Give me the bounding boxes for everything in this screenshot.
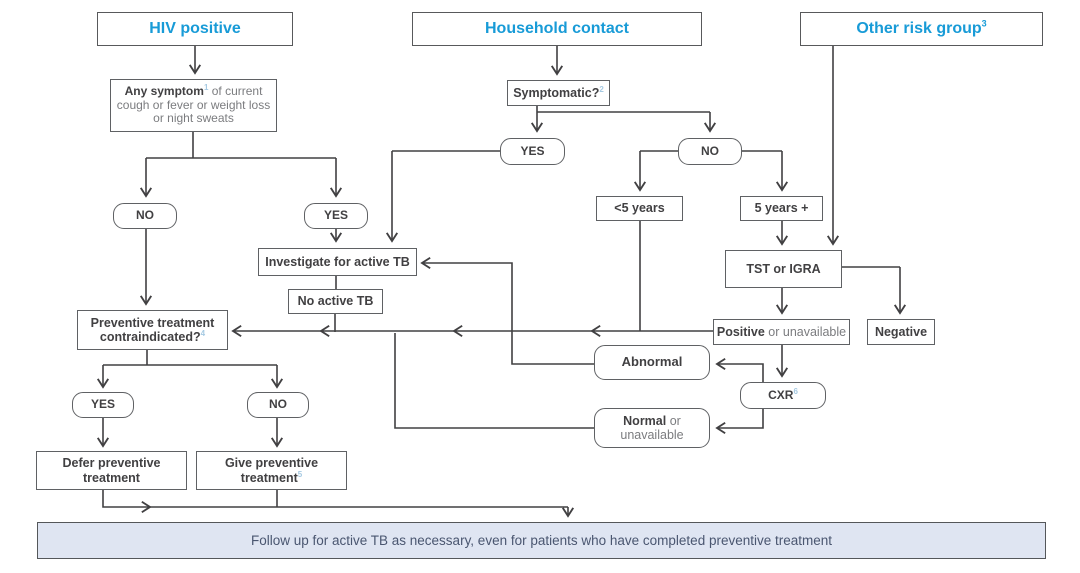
node-abnormal: Abnormal — [594, 345, 710, 380]
node-no-active-tb-label: No active TB — [297, 294, 374, 309]
node-no-left: NO — [113, 203, 177, 229]
header-hiv-positive: HIV positive — [97, 12, 293, 46]
node-investigate-active-tb: Investigate for active TB — [258, 248, 417, 276]
node-cxr: CXR6 — [740, 382, 826, 409]
node-no-left-label: NO — [136, 208, 154, 223]
followup-footer-text: Follow up for active TB as necessary, ev… — [250, 533, 833, 548]
node-defer-preventive-treatment: Defer preventive treatment — [36, 451, 187, 490]
node-no-bottom: NO — [247, 392, 309, 418]
node-under-5-years-label: <5 years — [614, 201, 665, 216]
node-yes-mid-label: YES — [520, 143, 545, 158]
node-preventive-treatment-contraindicated: Preventive treatment contraindicated?4 — [77, 310, 228, 350]
node-symptomatic: Symptomatic?2 — [507, 80, 610, 106]
node-give-label: Give preventive treatment5 — [224, 456, 319, 485]
node-positive-label: Positive or unavailable — [716, 324, 847, 339]
node-no-bottom-label: NO — [269, 397, 287, 412]
node-any-symptom: Any symptom1 of current cough or fever o… — [110, 79, 277, 132]
node-yes-bottom-label: YES — [90, 397, 115, 412]
node-under-5-years: <5 years — [596, 196, 683, 221]
followup-footer-bar: Follow up for active TB as necessary, ev… — [37, 522, 1046, 559]
node-yes-mid: YES — [500, 138, 565, 165]
node-negative: Negative — [867, 319, 935, 345]
node-contraindicated-label: Preventive treatment contraindicated?4 — [90, 315, 215, 344]
node-5-years-plus-label: 5 years + — [754, 201, 809, 216]
node-investigate-label: Investigate for active TB — [265, 254, 410, 269]
node-yes-bottom: YES — [72, 392, 134, 418]
node-yes-left: YES — [304, 203, 368, 229]
node-yes-left-label: YES — [323, 208, 348, 223]
header-other-risk-group: Other risk group3 — [800, 12, 1043, 46]
header-household-contact: Household contact — [412, 12, 702, 46]
node-5-years-plus: 5 years + — [740, 196, 823, 221]
node-any-symptom-label: Any symptom1 of current cough or fever o… — [116, 82, 271, 126]
node-no-mid: NO — [678, 138, 742, 165]
node-positive-or-unavailable: Positive or unavailable — [713, 319, 850, 345]
node-negative-label: Negative — [874, 324, 928, 339]
node-abnormal-label: Abnormal — [621, 354, 683, 370]
node-cxr-label: CXR6 — [768, 386, 798, 402]
node-tst-or-igra: TST or IGRA — [725, 250, 842, 288]
node-no-mid-label: NO — [701, 143, 719, 158]
node-symptomatic-label: Symptomatic?2 — [513, 84, 604, 100]
header-other-risk-group-label: Other risk group3 — [856, 18, 987, 37]
node-no-active-tb: No active TB — [288, 289, 383, 314]
node-normal-or-unavailable: Normal or unavailable — [594, 408, 710, 448]
header-hiv-positive-label: HIV positive — [149, 19, 241, 37]
node-normal-label: Normal or unavailable — [620, 413, 684, 442]
node-give-preventive-treatment: Give preventive treatment5 — [196, 451, 347, 490]
node-tst-or-igra-label: TST or IGRA — [746, 261, 821, 276]
header-household-contact-label: Household contact — [484, 19, 629, 37]
node-defer-label: Defer preventive treatment — [62, 456, 161, 485]
